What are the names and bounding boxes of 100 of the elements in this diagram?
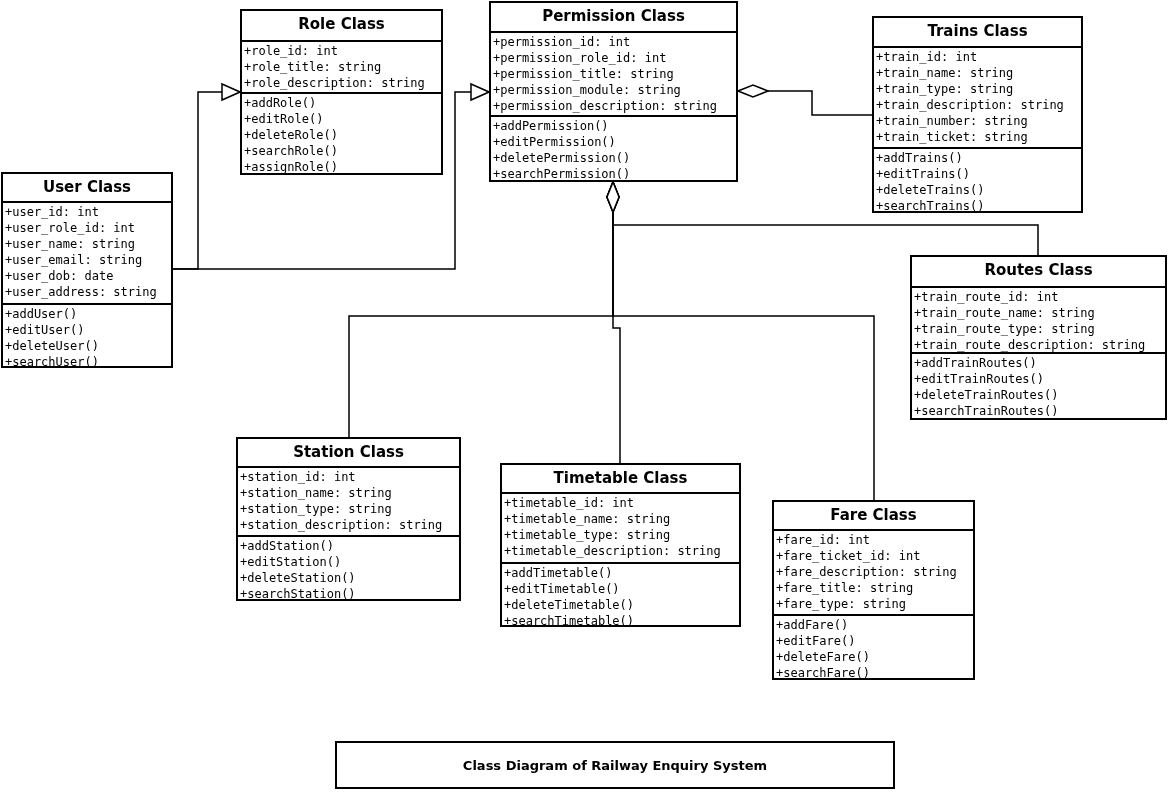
inheritance-arrow — [172, 83, 490, 270]
attribute-text: +timetable_type: string — [504, 527, 671, 543]
attribute-compartment — [502, 492, 739, 559]
attribute-text: +permission_role_id: int — [493, 50, 667, 66]
method-text: +editFare() — [776, 633, 856, 649]
method-text: +addUser() — [5, 306, 78, 322]
attribute-text: +station_name: string — [240, 485, 392, 501]
method-text: +deleteTrainRoutes() — [914, 387, 1059, 403]
method-text: +editTrains() — [876, 166, 970, 182]
class-box — [240, 9, 443, 175]
method-text: +editRole() — [244, 111, 324, 127]
attribute-compartment — [491, 31, 736, 114]
attribute-text: +train_route_name: string — [914, 305, 1095, 321]
method-text: +searchFare() — [776, 665, 870, 681]
class-box — [1, 172, 173, 368]
attribute-text: +train_route_description: string — [914, 337, 1146, 353]
method-text: +deleteRole() — [244, 127, 338, 143]
aggregation-connector — [606, 181, 875, 501]
attribute-text: +train_name: string — [876, 65, 1014, 81]
attribute-text: +train_route_type: string — [914, 321, 1095, 337]
attribute-text: +fare_description: string — [776, 564, 957, 580]
aggregation-connector — [737, 84, 873, 116]
attribute-text: +train_route_id: int — [914, 289, 1059, 305]
attribute-text: +role_id: int — [244, 43, 338, 59]
attribute-text: +station_type: string — [240, 501, 392, 517]
method-compartment — [774, 614, 973, 681]
attribute-text: +user_id: int — [5, 204, 99, 220]
method-text: +editPermission() — [493, 134, 616, 150]
attribute-text: +fare_ticket_id: int — [776, 548, 921, 564]
method-text: +searchTrains() — [876, 198, 985, 214]
method-text: +addTimetable() — [504, 565, 613, 581]
method-text: +deleteTimetable() — [504, 597, 635, 613]
class-box — [500, 463, 741, 627]
class-name: User Class — [42, 177, 132, 198]
class-name: Station Class — [292, 442, 405, 463]
diagram-title: Class Diagram of Railway Enquiry System — [462, 757, 768, 773]
attribute-text: +role_title: string — [244, 59, 382, 75]
method-text: +searchTimetable() — [504, 613, 635, 629]
method-text: +editTrainRoutes() — [914, 371, 1045, 387]
attribute-text: +train_number: string — [876, 113, 1028, 129]
class-name: Trains Class — [926, 21, 1029, 42]
method-compartment — [242, 92, 441, 175]
attribute-text: +fare_type: string — [776, 596, 907, 612]
attribute-compartment — [242, 40, 441, 91]
attribute-text: +train_ticket: string — [876, 129, 1028, 145]
class-box — [872, 16, 1083, 213]
attribute-text: +role_description: string — [244, 75, 425, 91]
attribute-text: +user_dob: date — [5, 268, 114, 284]
method-compartment — [238, 535, 459, 602]
attribute-text: +timetable_id: int — [504, 495, 635, 511]
method-text: +deleteUser() — [5, 338, 99, 354]
attribute-compartment — [238, 466, 459, 533]
method-text: +editTimetable() — [504, 581, 620, 597]
method-text: +searchUser() — [5, 354, 99, 370]
method-compartment — [912, 352, 1165, 419]
method-text: +addTrainRoutes() — [914, 355, 1037, 371]
class-box — [772, 500, 975, 680]
attribute-text: +timetable_description: string — [504, 543, 721, 559]
method-text: +searchPermission() — [493, 166, 631, 182]
attribute-text: +permission_id: int — [493, 34, 631, 50]
attribute-text: +train_id: int — [876, 49, 978, 65]
attribute-text: +station_id: int — [240, 469, 356, 485]
class-name: Routes Class — [983, 260, 1094, 281]
method-text: +addTrains() — [876, 150, 963, 166]
method-text: +searchStation() — [240, 586, 356, 602]
attribute-text: +permission_description: string — [493, 98, 717, 114]
class-name: Fare Class — [829, 505, 918, 526]
class-name: Timetable Class — [552, 468, 689, 489]
class-box — [489, 1, 738, 182]
attribute-compartment — [912, 286, 1165, 353]
attribute-text: +timetable_name: string — [504, 511, 671, 527]
attribute-text: +fare_id: int — [776, 532, 870, 548]
attribute-compartment — [874, 46, 1081, 145]
attribute-text: +user_email: string — [5, 252, 143, 268]
class-name: Permission Class — [541, 6, 686, 27]
attribute-text: +permission_module: string — [493, 82, 681, 98]
method-text: +searchRole() — [244, 143, 338, 159]
class-name: Role Class — [297, 14, 386, 35]
class-box — [236, 437, 461, 601]
method-text: +assignRole() — [244, 159, 338, 175]
method-text: +deleteStation() — [240, 570, 356, 586]
attribute-text: +fare_title: string — [776, 580, 914, 596]
class-box — [910, 255, 1167, 420]
method-text: +addRole() — [244, 95, 317, 111]
method-text: +addStation() — [240, 538, 334, 554]
method-compartment — [874, 147, 1081, 214]
method-text: +editUser() — [5, 322, 85, 338]
attribute-text: +user_role_id: int — [5, 220, 136, 236]
method-compartment — [491, 115, 736, 182]
method-text: +deletePermission() — [493, 150, 631, 166]
attribute-text: +user_name: string — [5, 236, 136, 252]
method-text: +deleteTrains() — [876, 182, 985, 198]
attribute-compartment — [3, 201, 171, 300]
method-text: +addFare() — [776, 617, 849, 633]
attribute-compartment — [774, 529, 973, 612]
attribute-text: +station_description: string — [240, 517, 443, 533]
attribute-text: +permission_title: string — [493, 66, 674, 82]
method-text: +searchTrainRoutes() — [914, 403, 1059, 419]
attribute-text: +train_description: string — [876, 97, 1064, 113]
method-text: +editStation() — [240, 554, 342, 570]
